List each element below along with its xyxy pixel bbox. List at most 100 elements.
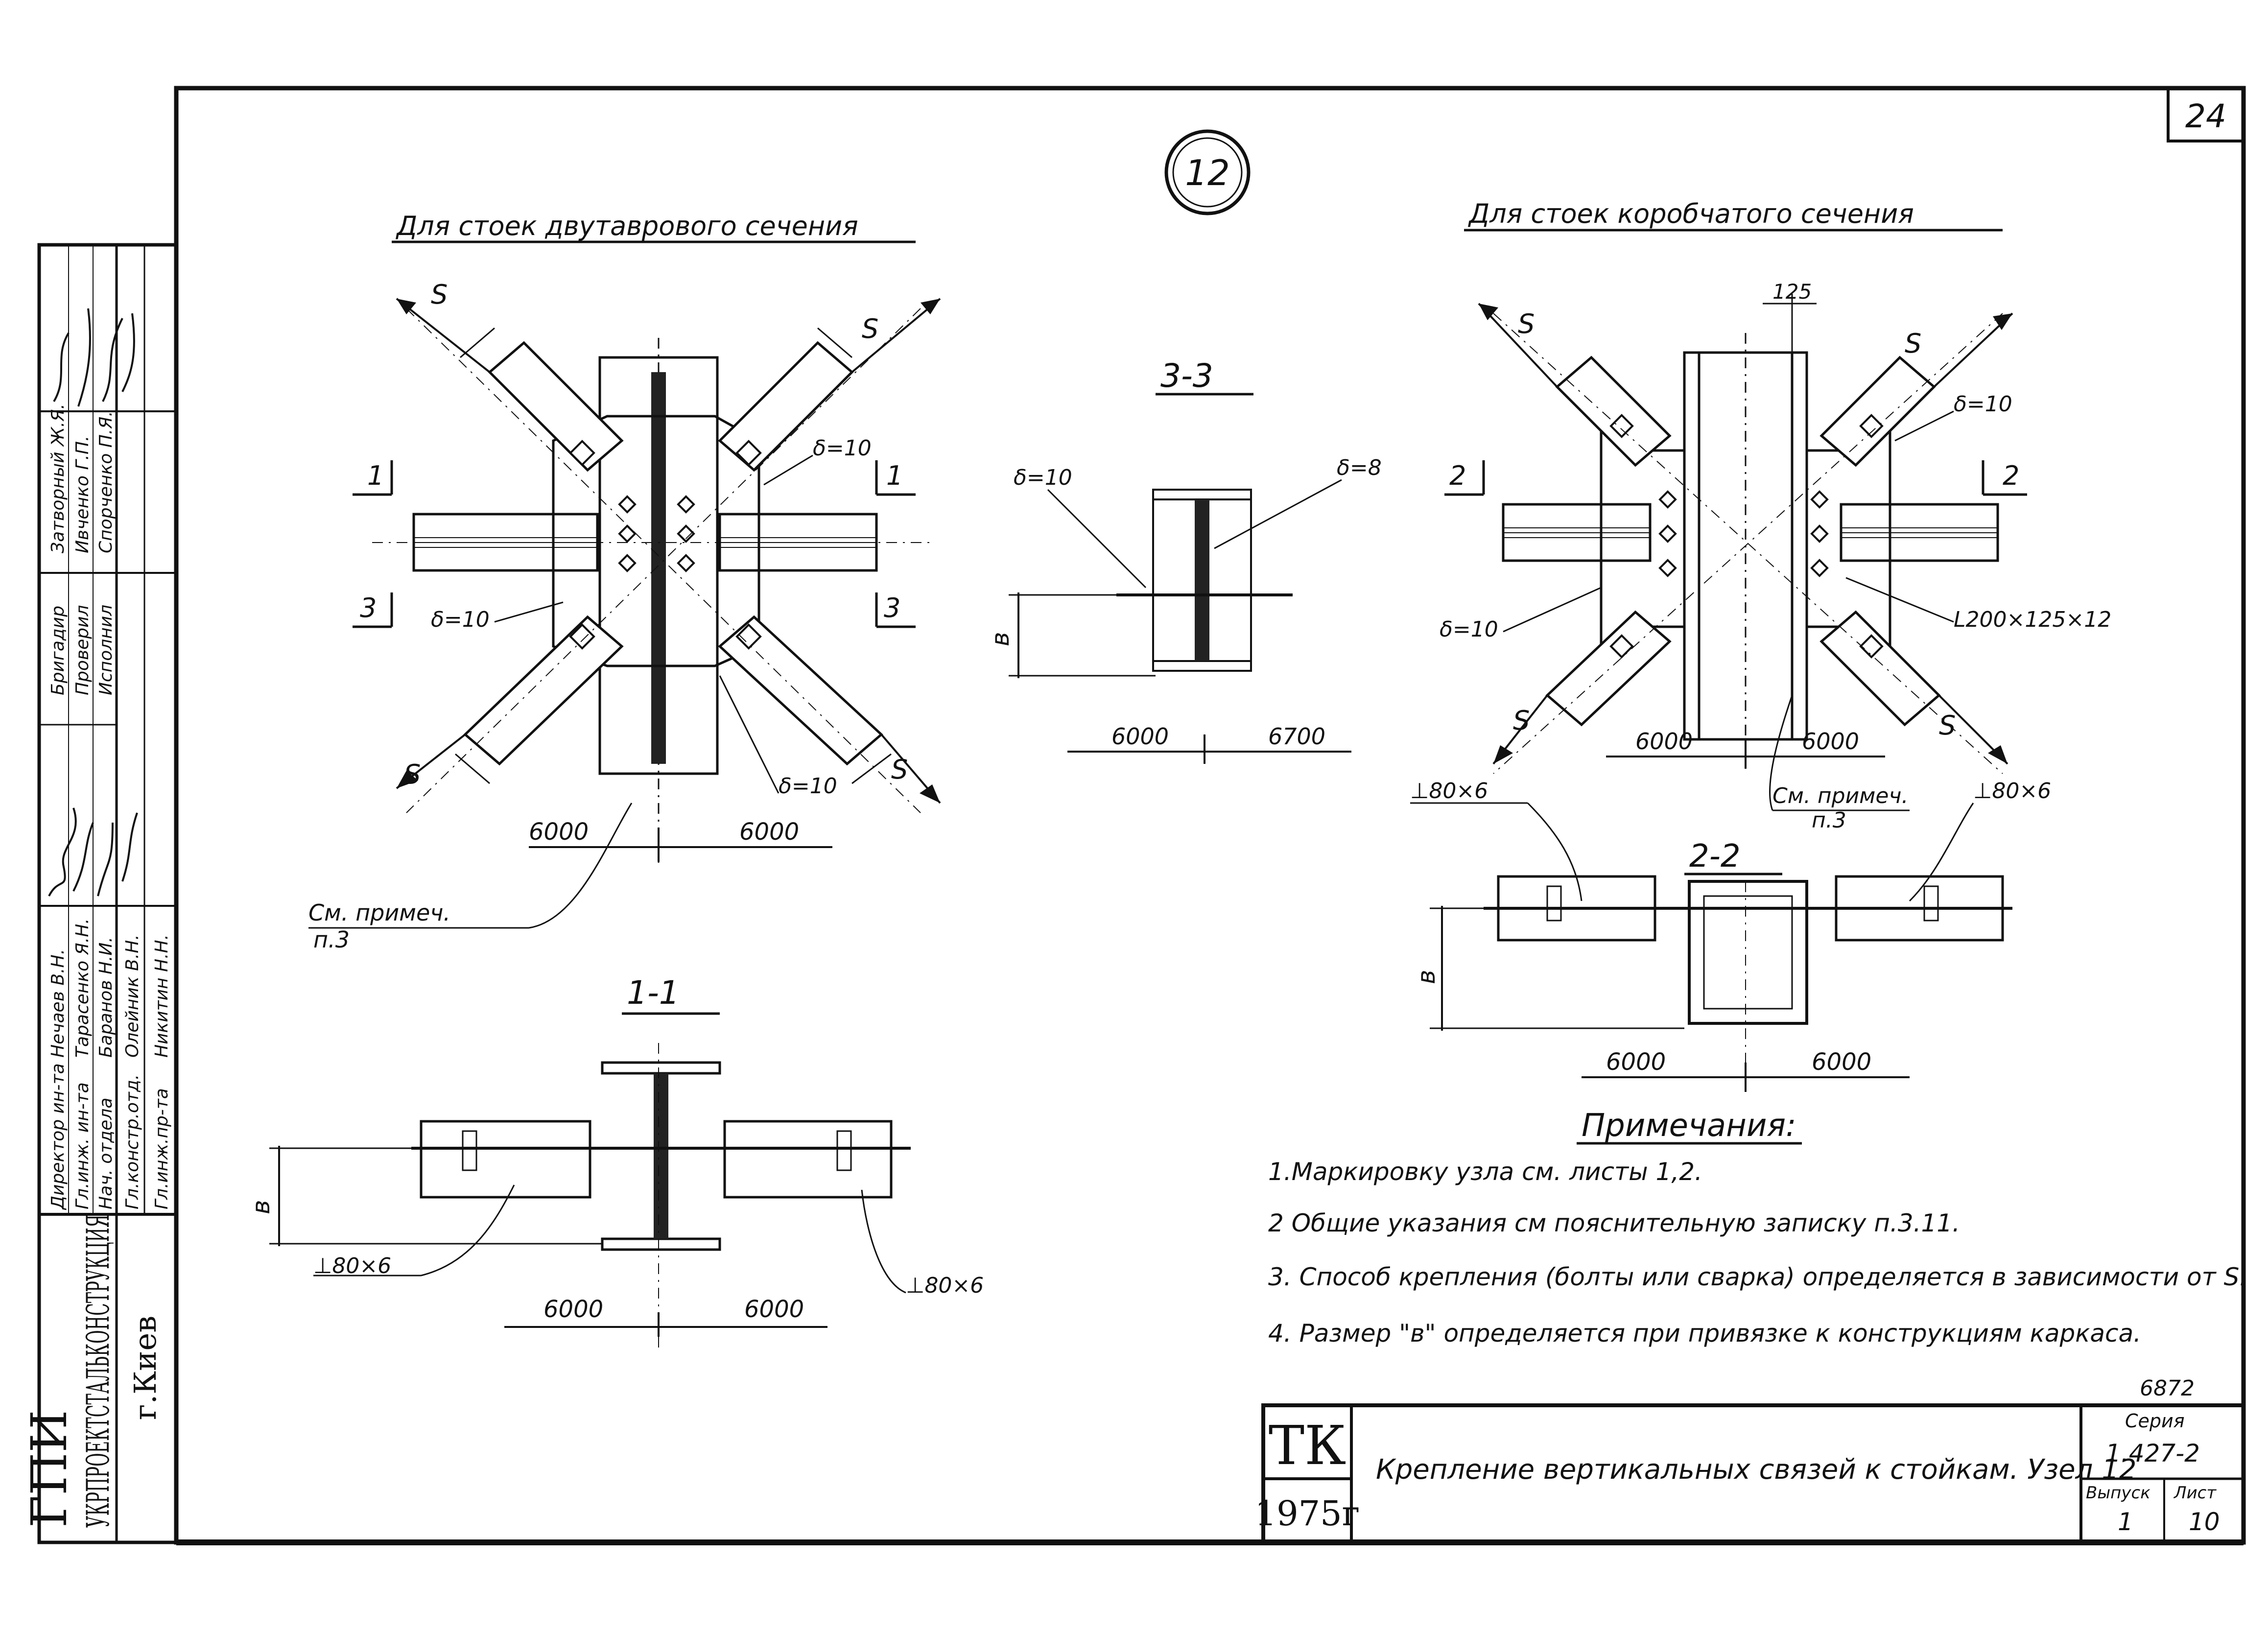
name-3: Баранов Н.И. [96, 937, 116, 1058]
right-force-s-4: S [1939, 710, 1956, 741]
left-dim-b: 6000 [739, 818, 799, 846]
left-brace-sw [463, 615, 624, 766]
right-dim-b: 6000 [1802, 728, 1859, 755]
right-brace-nw [1555, 355, 1672, 467]
signature-scribble-2 [53, 308, 135, 407]
right-cut-2-right: 2 [2003, 460, 2019, 491]
left-d10-a: δ=10 [813, 436, 872, 461]
right-dim-a: 6000 [1635, 728, 1693, 755]
stamp-org-full: УКРПРОЕКТСТАЛЬКОНСТРУКЦИЯ [80, 1214, 117, 1528]
name-5: Никитин Н.Н. [152, 934, 172, 1058]
force-s-1: S [431, 279, 448, 310]
left-column [598, 356, 719, 775]
name-8: Спорченко П.Я. [96, 411, 116, 553]
s33-d8: δ=8 [1337, 455, 1382, 480]
right-view-title: Для стоек коробчатого сечения [1468, 198, 1914, 229]
notes-heading: Примечания: [1582, 1108, 1796, 1144]
stamp-year: 1975г [1255, 1493, 1360, 1534]
title-block: 6872 ТК 1975г Крепление вертикальных свя… [1255, 1376, 2245, 1544]
stamp-issue-value: 1 [2118, 1508, 2133, 1536]
section-2-2-title: 2-2 [1689, 838, 1741, 875]
s11-b: в [247, 1200, 275, 1214]
cut-1-left: 1 [367, 460, 384, 491]
s33-d10: δ=10 [1014, 465, 1072, 490]
right-force-s-1: S [1518, 308, 1535, 339]
force-s-3: S [404, 759, 421, 790]
right-brace-se [1819, 610, 1941, 727]
section-2-2: ⊥80×6 ⊥80×6 2-2 в 6000 6000 [1410, 779, 2051, 1092]
stamp-issue-label: Выпуск [2086, 1483, 2150, 1503]
section-1-1-title: 1-1 [627, 974, 680, 1012]
s33-b: в [986, 632, 1015, 646]
stamp-code: 6872 [2140, 1376, 2195, 1401]
stamp-series-value: 1.427-2 [2105, 1439, 2200, 1467]
signature-scribble-1 [48, 807, 138, 897]
cut-3-left: 3 [360, 592, 377, 623]
node-marker: 12 [1164, 129, 1251, 215]
right-d10-a: δ=10 [1954, 392, 2012, 417]
stamp-title: Крепление вертикальных связей к стойкам.… [1376, 1454, 2136, 1486]
role-3: Нач. отдела [96, 1098, 116, 1209]
s11-dim-b: 6000 [744, 1296, 804, 1323]
s22-dim-a: 6000 [1606, 1048, 1666, 1076]
stamp-city: г.Киев [127, 1316, 163, 1420]
name-6: Затворный Ж.Я. [48, 403, 68, 553]
left-stamp: ГПИ УКРПРОЕКТСТАЛЬКОНСТРУКЦИЯ г.Киев Дир… [21, 243, 178, 1544]
section-3-3: 3-3 δ=10 δ=8 в 6000 6700 [986, 357, 1382, 764]
right-cut-2-left: 2 [1449, 460, 1466, 491]
left-view: Для стоек двутаврового сечения [308, 211, 941, 953]
sheet-number: 24 [2185, 97, 2226, 135]
stamp-org-short: ГПИ [21, 1410, 78, 1528]
right-force-s-2: S [1905, 328, 1921, 359]
right-brace-sw [1545, 610, 1672, 727]
right-see-note-p: п.3 [1812, 808, 1846, 833]
stamp-tk: ТК [1269, 1414, 1347, 1477]
left-see-note: См. примеч. [308, 899, 450, 926]
section-3-3-title: 3-3 [1160, 357, 1213, 395]
s33-dim-a: 6000 [1111, 723, 1169, 750]
s11-plate-left: ⊥80×6 [313, 1254, 391, 1278]
left-d10-b: δ=10 [431, 607, 490, 632]
role-7: Проверил [72, 605, 93, 695]
note-1: 1.Маркировку узла см. листы 1,2. [1268, 1158, 1702, 1186]
role-1: Директор ин-та [48, 1063, 68, 1210]
stamp-sheet-value: 10 [2189, 1508, 2220, 1536]
notes-block: Примечания: 1.Маркировку узла см. листы … [1268, 1108, 2247, 1348]
node-marker-number: 12 [1185, 152, 1230, 193]
left-brace-nw [488, 341, 624, 472]
left-view-title: Для стоек двутаврового сечения [396, 211, 858, 241]
right-brace-ne [1819, 355, 1936, 467]
role-2: Гл.инж. ин-та [72, 1082, 93, 1209]
cut-3-right: 3 [884, 592, 900, 623]
stamp-sheet-label: Лист [2173, 1483, 2217, 1503]
plate-left-2-2: ⊥80×6 [1410, 779, 1488, 804]
s11-dim-a: 6000 [543, 1296, 603, 1323]
role-4: Гл.констр.отд. [122, 1074, 142, 1209]
note-2: 2 Общие указания см пояснительную записк… [1268, 1209, 1960, 1237]
left-dim-a: 6000 [529, 818, 589, 846]
role-6: Бригадир [48, 606, 68, 695]
right-view: Для стоек коробчатого сечения [1440, 198, 2111, 833]
s11-plate-right: ⊥80×6 [906, 1273, 984, 1298]
sheet-number-box: 24 [2167, 87, 2245, 142]
right-force-s-3: S [1513, 705, 1530, 736]
section-1-1: 1-1 в ⊥80×6 ⊥80×6 6000 6000 [247, 974, 984, 1351]
s22-b: в [1412, 970, 1441, 984]
right-angle: L200×125×12 [1954, 607, 2111, 632]
s22-dim-b: 6000 [1812, 1048, 1871, 1076]
note-3: 3. Способ крепления (болты или сварка) о… [1268, 1263, 2247, 1291]
right-d10-b: δ=10 [1440, 617, 1498, 642]
cut-1-right: 1 [886, 460, 903, 491]
force-s-2: S [862, 313, 878, 344]
right-see-note: См. примеч. [1772, 783, 1908, 808]
stamp-series-label: Серия [2125, 1410, 2185, 1432]
name-4: Олейник В.Н. [122, 934, 142, 1058]
role-8: Исполнил [96, 605, 116, 695]
name-1: Нечаев В.Н. [48, 949, 68, 1058]
plate-right-2-2: ⊥80×6 [1973, 779, 2051, 804]
left-see-note-p: п.3 [313, 926, 350, 953]
name-2: Тарасенко Я.Н. [72, 918, 93, 1058]
force-s-4: S [891, 754, 908, 785]
s33-dim-b: 6700 [1268, 723, 1325, 750]
